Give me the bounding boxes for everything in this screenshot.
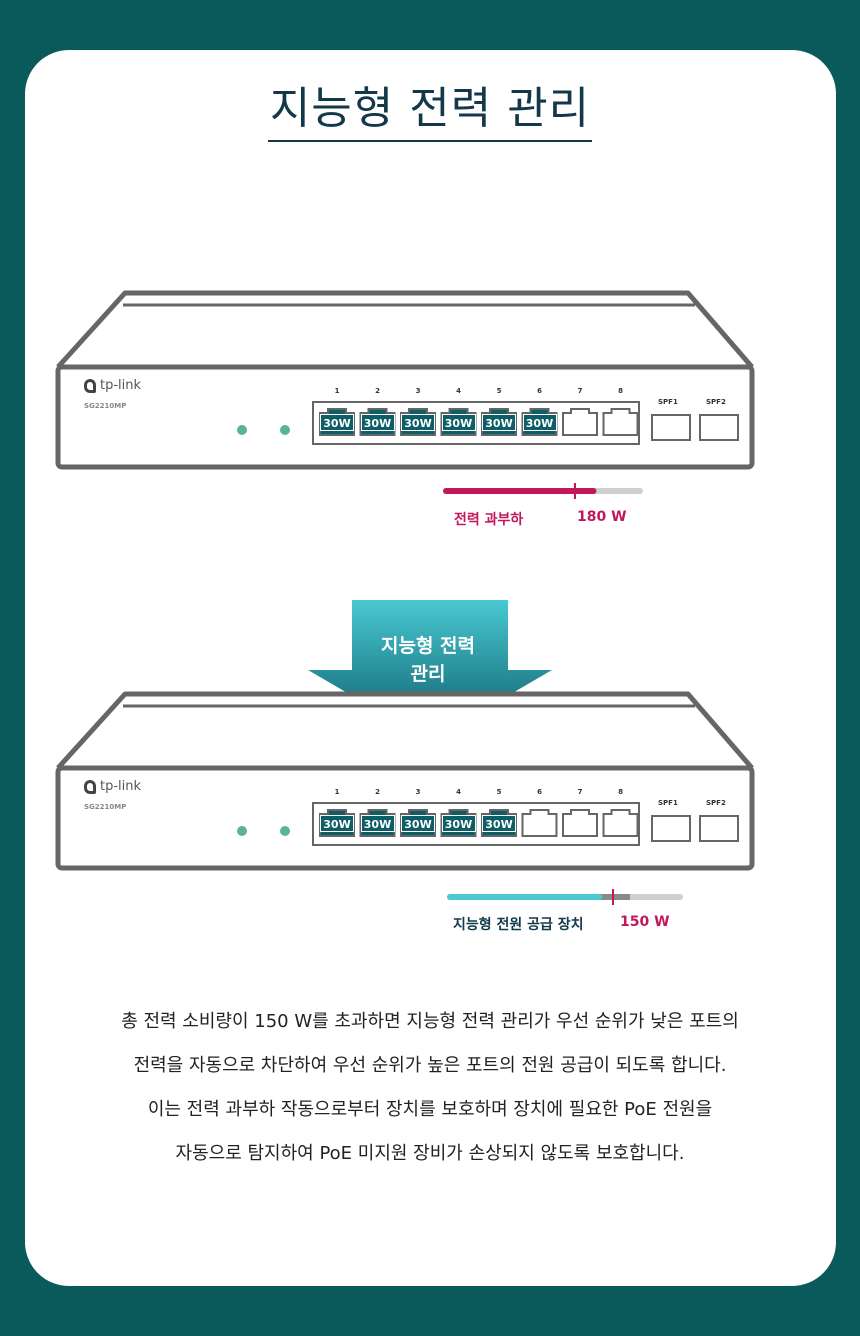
switch-bottom: tp-link SG2210MP 1 2 3 4 5 6 7 8 30W 30W 30W 30W 30…: [55, 686, 757, 871]
power-bar-top: [443, 483, 643, 499]
port-number: 4: [456, 788, 461, 796]
port-number: 8: [618, 387, 623, 395]
arrow-label: 지능형 전력 관리: [348, 632, 508, 688]
description-line: 자동으로 탐지하여 PoE 미지원 장비가 손상되지 않도록 보호합니다.: [175, 1143, 685, 1164]
port-number: 4: [456, 387, 461, 395]
rj45-port-icon: [602, 408, 639, 436]
rj45-port-icon: [562, 408, 598, 436]
overload-value: 180 W: [577, 509, 627, 525]
sfp-label-2: SPF2: [706, 398, 726, 406]
description-line: 총 전력 소비량이 150 W를 초과하면 지능형 전력 관리가 우선 순위가 …: [121, 1011, 739, 1032]
tplink-logo-icon: [84, 378, 96, 393]
poe-badge: 30W: [360, 815, 395, 832]
port-number: 6: [537, 788, 542, 796]
page-title: 지능형 전력 관리: [267, 72, 593, 142]
port-number: 1: [334, 788, 340, 796]
sfp-label-2: SPF2: [706, 799, 726, 807]
poe-badge: 30W: [401, 414, 435, 431]
port-number: 2: [375, 387, 380, 395]
smart-power-value: 150 W: [620, 914, 670, 930]
power-bar-bottom: [447, 889, 683, 905]
down-arrow-icon: [308, 600, 552, 741]
tplink-logo: tp-link: [84, 378, 141, 393]
poe-badge: 30W: [441, 414, 476, 431]
poe-badge: 30W: [320, 815, 354, 832]
description: 총 전력 소비량이 150 W를 초과하면 지능형 전력 관리가 우선 순위가 …: [40, 1000, 820, 1176]
port-number: 6: [537, 387, 542, 395]
overload-label: 전력 과부하: [454, 512, 524, 528]
switch-bottom-body: [55, 691, 755, 871]
arrow-label-line1: 지능형 전력: [380, 635, 475, 657]
sfp-label-1: SPF1: [658, 799, 678, 807]
poe-badge: 30W: [441, 815, 476, 832]
tplink-logo-icon: [84, 779, 96, 794]
poe-badge: 30W: [522, 414, 557, 431]
rj45-port-icon: [602, 809, 639, 837]
poe-badge: 30W: [320, 414, 354, 431]
port-number: 1: [334, 387, 340, 395]
brand-label: tp-link: [100, 378, 142, 393]
poe-badge: 30W: [482, 414, 516, 431]
rj45-port-icon: [562, 809, 598, 837]
model-label: SG2210MP: [84, 402, 127, 410]
model-label: SG2210MP: [84, 803, 127, 811]
port-number: 5: [496, 387, 502, 395]
port-number: 5: [496, 788, 502, 796]
port-number: 3: [415, 387, 421, 395]
port-number: 7: [577, 788, 583, 796]
port-number: 3: [415, 788, 421, 796]
port-number: 7: [577, 387, 583, 395]
rj45-port-icon: [521, 809, 558, 837]
port-number: 2: [375, 788, 380, 796]
description-line: 전력을 자동으로 차단하여 우선 순위가 높은 포트의 전원 공급이 되도록 합…: [133, 1055, 727, 1076]
brand-label: tp-link: [100, 779, 142, 794]
smart-power-label: 지능형 전원 공급 장치: [453, 917, 584, 933]
description-line: 이는 전력 과부하 작동으로부터 장치를 보호하며 장치에 필요한 PoE 전원…: [147, 1099, 713, 1120]
poe-badge: 30W: [401, 815, 435, 832]
poe-badge: 30W: [482, 815, 516, 832]
switch-top-body: [55, 290, 755, 470]
sfp-label-1: SPF1: [658, 398, 678, 406]
switch-top: tp-link SG2210MP 1 2 3 4 5 6 7 8 30W 30W 30W 30W 30…: [55, 285, 757, 470]
tplink-logo: tp-link: [84, 779, 141, 794]
poe-badge: 30W: [360, 414, 395, 431]
port-number: 8: [618, 788, 623, 796]
arrow-label-line2: 관리: [410, 663, 446, 685]
page-title-wrap: 지능형 전력 관리: [0, 72, 860, 142]
